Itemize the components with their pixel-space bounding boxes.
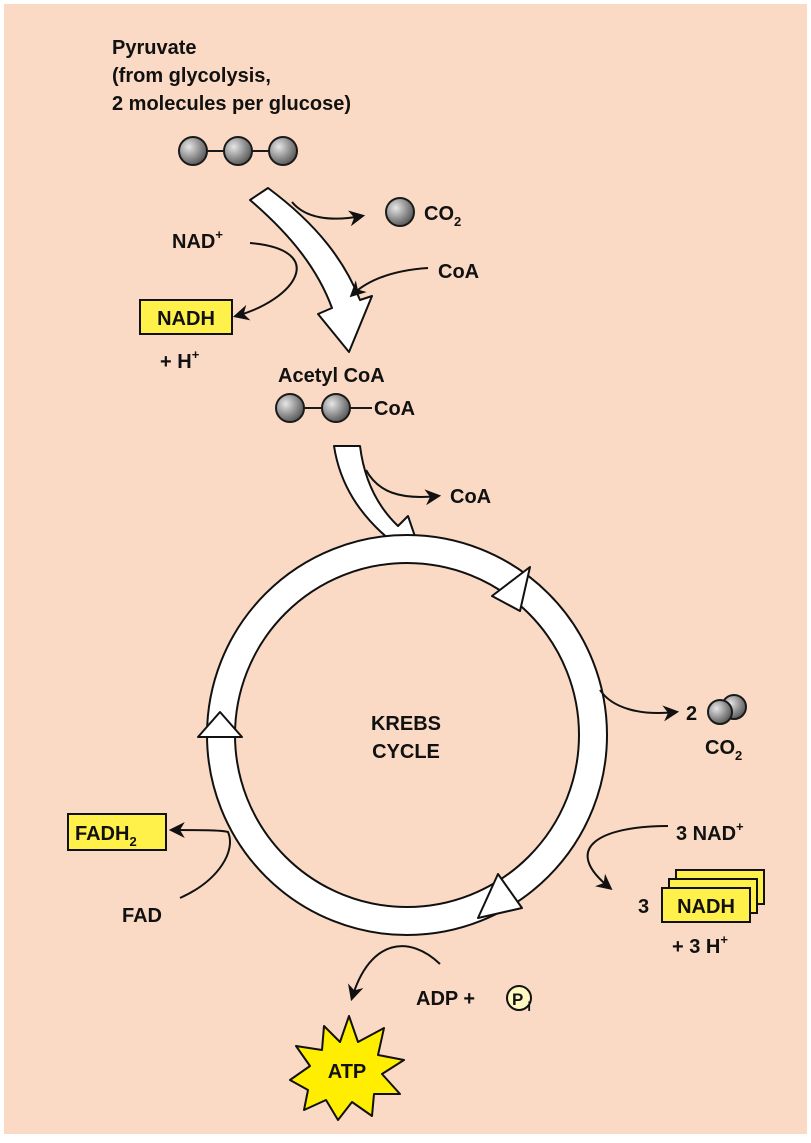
- krebs-label-line2: CYCLE: [372, 741, 440, 763]
- acetyl-coa-title: Acetyl CoA: [278, 365, 385, 387]
- molecule-icon: [322, 394, 350, 422]
- pyruvate-subtitle-1: (from glycolysis,: [112, 65, 271, 87]
- co2-right-count: 2: [686, 703, 697, 725]
- coa-in-label: CoA: [438, 261, 479, 283]
- fad-label: FAD: [122, 905, 162, 927]
- atp-label: ATP: [328, 1061, 367, 1083]
- nadh3-count: 3: [638, 896, 649, 918]
- nadh-box-label: NADH: [157, 308, 215, 330]
- co2-molecule-icon: [386, 198, 414, 226]
- pyruvate-title: Pyruvate: [112, 37, 197, 59]
- molecule-icon: [269, 137, 297, 165]
- background-panel: [4, 4, 807, 1134]
- molecule-icon: [224, 137, 252, 165]
- pyruvate-molecule-icon: [179, 137, 297, 165]
- nadh3-label: NADH: [677, 896, 735, 918]
- molecule-icon: [708, 700, 732, 724]
- adp-label: ADP +: [416, 988, 475, 1010]
- pyruvate-subtitle-2: 2 molecules per glucose): [112, 93, 351, 115]
- acetyl-coa-tail-label: CoA: [374, 398, 415, 420]
- krebs-label-line1: KREBS: [371, 713, 441, 735]
- nad3-plus-label: 3 NAD+: [676, 819, 744, 845]
- molecule-icon: [276, 394, 304, 422]
- molecule-icon: [179, 137, 207, 165]
- coa-out-label: CoA: [450, 486, 491, 508]
- h3-plus-label: + 3 H+: [672, 932, 728, 958]
